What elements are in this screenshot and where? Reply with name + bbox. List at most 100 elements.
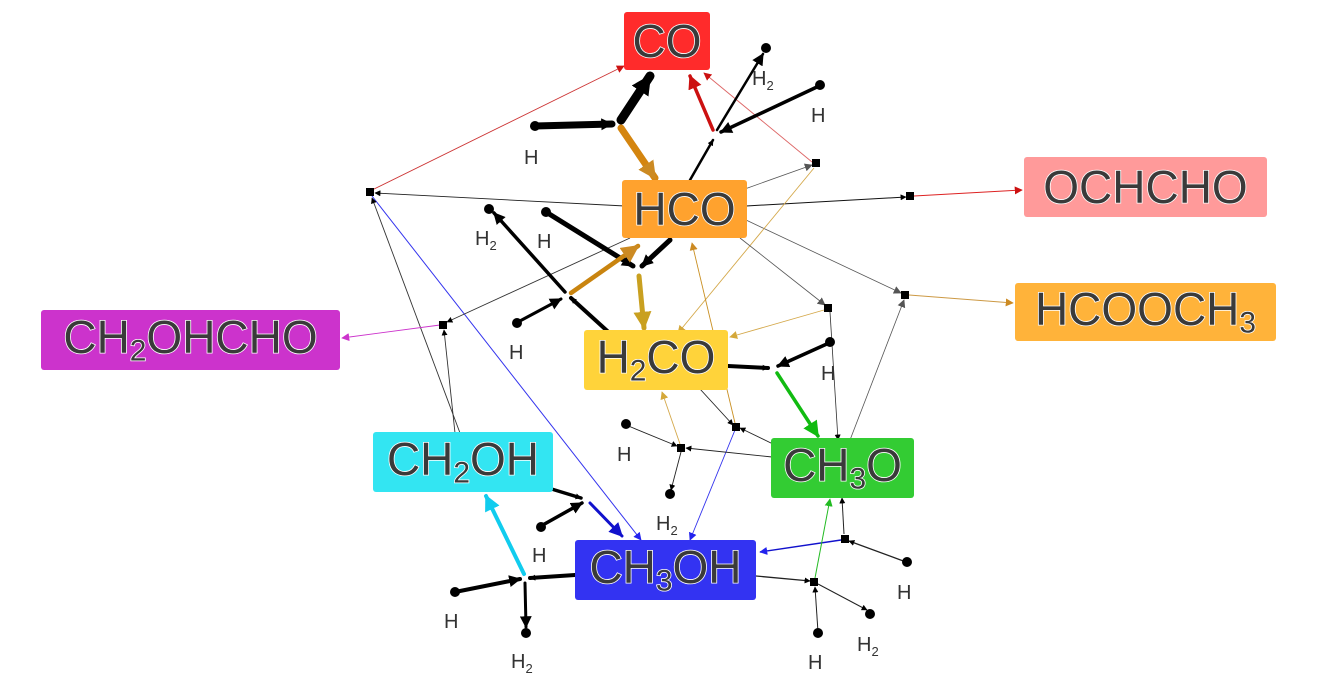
edge-hco-to-jb: [639, 237, 673, 269]
edge-jf-to-ch3oh: [588, 501, 624, 538]
edge-hco-to-j5: [741, 163, 813, 191]
thin-edges: [341, 65, 1023, 633]
reactant-dot: [484, 204, 494, 214]
edge-jg-to-ch2oh: [484, 494, 526, 576]
label-h: H: [821, 363, 835, 385]
edge-je-to-ch3o: [775, 371, 820, 438]
edge-ch3o-to-j7: [739, 427, 776, 446]
label-h: H: [537, 231, 551, 253]
species-node-hco: HCO: [622, 180, 747, 238]
edge-jd-to-h2: [715, 52, 765, 132]
edge-j9-to-ch3o: [839, 497, 846, 535]
reactant-dot: [825, 337, 835, 347]
edge-j1-to-co: [371, 65, 625, 191]
edge-j10-to-ch3o: [814, 498, 833, 579]
edge-jc-to-hco: [568, 243, 641, 296]
reactant-dot: [865, 609, 875, 619]
junction-node: [812, 159, 820, 167]
edge-h-to-jc: [516, 297, 563, 324]
junction-node: [732, 423, 740, 431]
edge-h-to-jf: [539, 501, 584, 528]
edge-ch3o-to-j4: [849, 299, 906, 441]
main-edges: [453, 52, 831, 629]
junction-node: [439, 321, 447, 329]
label-h2: H2: [656, 513, 678, 538]
reactant-dots: [450, 43, 912, 638]
junction-node: [906, 192, 914, 200]
species-node-ch2oh: CH2OH: [373, 432, 553, 492]
reactant-labels: H H2 H H2 H H H H H2 H H H2 H H2 H: [444, 68, 911, 676]
junction-node: [901, 291, 909, 299]
reactant-dot: [541, 207, 551, 217]
species-node-h2co: H2CO: [584, 330, 728, 390]
edge-ch2oh-to-j1: [371, 197, 461, 434]
edge-h-to-j10: [812, 586, 819, 633]
edge-j6-to-h2co: [729, 309, 825, 339]
species-label: CH3OH: [589, 540, 743, 598]
reactant-dot: [536, 522, 546, 532]
edge-j2-to-ch2ohcho: [341, 324, 441, 342]
edge-ja-to-hco: [617, 124, 659, 182]
species-label: CH2OH: [386, 432, 540, 490]
reactant-dot: [530, 121, 540, 131]
edge-h2co-to-je: [726, 364, 770, 371]
edge-h-to-j9: [848, 540, 907, 563]
edge-h-to-ja: [531, 118, 616, 131]
edge-ch3oh-to-j10: [755, 575, 811, 584]
species-label: CH3O: [782, 438, 902, 496]
species-node-ch3o: CH3O: [771, 438, 914, 498]
reactant-dot: [665, 489, 675, 499]
edge-j1-to-ch3oh: [371, 195, 642, 541]
junction-node: [824, 304, 832, 312]
edge-hco-to-jd: [688, 138, 715, 182]
edge-h-to-j8: [625, 424, 678, 447]
edge-h-to-jd: [719, 84, 821, 134]
label-h2: H2: [857, 634, 879, 659]
edge-j8-to-h2co: [660, 391, 681, 445]
edge-j5-to-co: [703, 72, 813, 163]
edge-ja-to-co: [616, 71, 655, 125]
reactant-dot: [621, 419, 631, 429]
edge-ch3o-to-j8: [685, 445, 773, 458]
species-label: CO: [632, 15, 703, 67]
species-label: H2CO: [596, 330, 716, 388]
species-label: OCHCHO: [1042, 161, 1248, 213]
label-h: H: [524, 147, 538, 169]
edge-h2co-to-j7: [699, 388, 734, 426]
edge-h-to-je: [776, 341, 831, 368]
species-label: HCO: [633, 183, 737, 235]
edge-jg-to-h2: [519, 581, 532, 629]
edge-jd-to-co: [688, 74, 715, 132]
reactant-dot: [521, 628, 531, 638]
junction-node: [677, 444, 685, 452]
edge-jc-to-h2: [492, 211, 567, 294]
label-h: H: [808, 652, 822, 674]
edge-ch3oh-to-jg: [528, 573, 577, 581]
label-h: H: [532, 545, 546, 567]
species-node-co: CO: [624, 12, 710, 70]
edge-hco-to-j3: [745, 194, 907, 207]
species-node-ch2ohcho: CH2OHCHO: [41, 310, 340, 370]
reactant-dot: [813, 628, 823, 638]
label-h: H: [897, 582, 911, 604]
label-h2: H2: [511, 651, 533, 676]
species-label: CH2OHCHO: [63, 310, 319, 368]
edge-hco-to-j2: [446, 237, 631, 323]
edge-j10-to-h2: [817, 583, 868, 611]
edge-j5-to-h2co: [677, 167, 815, 334]
label-h2: H2: [752, 68, 774, 93]
edge-j6-to-ch3o: [829, 311, 841, 441]
species-label: HCOOCH3: [1034, 282, 1257, 340]
junction-nodes: [366, 159, 914, 586]
edge-j4-to-hcooch3: [908, 294, 1014, 307]
edge-h-to-jg: [453, 575, 522, 594]
reactant-dot: [815, 80, 825, 90]
reactant-dot: [902, 557, 912, 567]
junction-node: [366, 188, 374, 196]
edge-hco-to-j1: [374, 190, 626, 207]
edge-j7-to-ch3oh: [689, 429, 736, 541]
edge-hco-to-j4: [745, 219, 902, 294]
reactant-dot: [512, 318, 522, 328]
label-h: H: [509, 342, 523, 364]
